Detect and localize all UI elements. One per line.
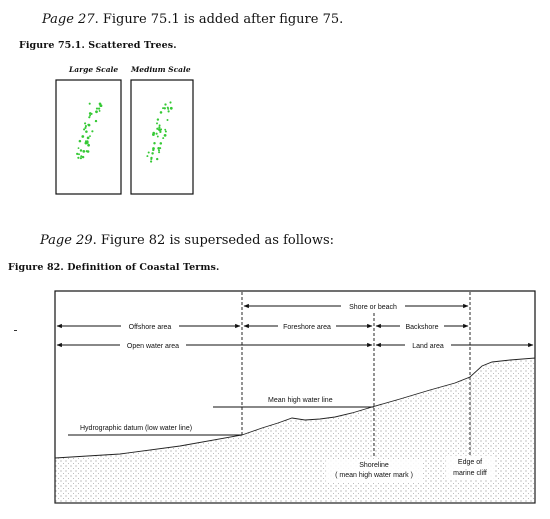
tree-symbol — [164, 103, 167, 106]
tree-symbol — [166, 119, 169, 121]
tree-symbol — [79, 157, 82, 160]
tree-symbol — [99, 104, 103, 107]
errata-page-29: Page 29. Figure 82 is superseded as foll… — [40, 233, 334, 248]
tree-symbol — [153, 142, 156, 145]
tree-symbol — [88, 102, 91, 105]
tree-symbol — [88, 112, 92, 115]
tree-symbol — [76, 152, 79, 156]
offshore-label: Offshore area — [129, 324, 172, 331]
tree-symbol — [147, 151, 150, 154]
edge-label: Edge of — [458, 459, 482, 466]
tree-symbol — [84, 125, 87, 128]
tree-symbol — [83, 128, 86, 131]
tree-symbol — [87, 123, 90, 126]
tree-symbol — [158, 149, 160, 152]
tree-symbol — [86, 141, 89, 144]
tree-symbol — [94, 119, 98, 123]
tree-symbol — [77, 147, 80, 150]
tree-symbol — [78, 139, 82, 143]
tree-symbol — [95, 110, 98, 114]
tree-symbol — [167, 107, 170, 110]
tree-symbol — [150, 157, 153, 161]
shoreline-note: ( mean high water mark ) — [335, 472, 413, 479]
tree-symbol — [95, 107, 99, 110]
tree-symbol — [79, 149, 83, 152]
tree-symbol — [86, 136, 90, 140]
tree-symbol — [98, 109, 101, 112]
tree-symbol — [91, 130, 94, 133]
tree-symbol — [159, 130, 162, 134]
margin-mark — [14, 330, 17, 331]
tree-symbol — [159, 147, 162, 150]
tree-symbol — [156, 127, 159, 130]
large-scale-label: Large Scale — [69, 65, 119, 74]
tree-symbol — [159, 142, 163, 145]
figure-82-title: Figure 82. Definition of Coastal Terms. — [8, 262, 220, 273]
tree-symbol — [89, 114, 92, 117]
tree-symbol — [152, 148, 155, 152]
mhwl-label: Mean high water line — [268, 397, 333, 404]
tree-symbol — [156, 135, 159, 138]
tree-symbol — [162, 137, 165, 140]
page-ref: Page 29 — [40, 233, 93, 248]
tree-symbol — [157, 147, 160, 150]
foreshore-label: Foreshore area — [283, 324, 331, 331]
shore-label: Shore or beach — [349, 304, 397, 311]
land-label: Land area — [412, 343, 444, 350]
open-water-label: Open water area — [127, 343, 179, 350]
tree-symbol — [84, 122, 87, 125]
shoreline-label: Shoreline — [359, 462, 389, 469]
tree-symbol — [82, 150, 86, 153]
tree-symbol — [146, 155, 149, 158]
tree-symbol — [164, 128, 167, 131]
tree-symbol — [87, 143, 90, 147]
tree-symbol — [77, 156, 80, 159]
tree-symbol — [156, 122, 158, 125]
figure-75-1-title: Figure 75.1. Scattered Trees. — [19, 40, 177, 51]
cliff-label: marine cliff — [453, 470, 487, 477]
medium-scale-box — [130, 79, 194, 195]
tree-symbol — [86, 150, 90, 153]
tree-symbol — [156, 118, 160, 121]
tree-symbol — [97, 107, 101, 110]
tree-symbol — [158, 151, 161, 154]
errata-page-27: Page 27. Figure 75.1 is added after figu… — [42, 12, 343, 27]
tree-symbol — [163, 134, 167, 137]
tree-symbol — [169, 106, 173, 110]
tree-symbol — [167, 110, 170, 113]
tree-symbol — [151, 152, 154, 155]
tree-symbol — [169, 101, 172, 104]
tree-symbol — [156, 157, 159, 161]
tree-symbol — [150, 160, 153, 163]
tree-symbol — [162, 107, 165, 110]
tree-symbol — [158, 124, 161, 127]
tree-symbol — [89, 135, 91, 138]
medium-scale-label: Medium Scale — [131, 65, 191, 74]
tree-symbol — [88, 116, 91, 119]
tree-symbol — [84, 126, 87, 129]
tree-symbols-large — [76, 102, 103, 160]
tree-symbol — [81, 135, 85, 138]
tree-symbol — [164, 130, 167, 133]
tree-symbol — [163, 107, 166, 110]
tree-symbols-medium — [146, 101, 173, 163]
tree-symbol — [155, 132, 158, 135]
page-ref: Page 27 — [42, 12, 95, 27]
datum-label: Hydrographic datum (low water line) — [80, 425, 192, 432]
tree-symbol — [78, 153, 80, 156]
errata-text: . Figure 75.1 is added after figure 75. — [94, 12, 344, 27]
tree-symbol — [159, 111, 163, 114]
tree-symbol — [152, 133, 155, 136]
errata-text: . Figure 82 is superseded as follows: — [92, 233, 335, 248]
tree-symbol — [80, 155, 83, 158]
tree-symbol — [159, 128, 163, 131]
tree-symbol — [85, 130, 88, 133]
tree-symbol — [81, 155, 85, 159]
backshore-label: Backshore — [405, 324, 438, 331]
tree-symbol — [158, 126, 161, 129]
large-scale-box — [55, 79, 122, 195]
